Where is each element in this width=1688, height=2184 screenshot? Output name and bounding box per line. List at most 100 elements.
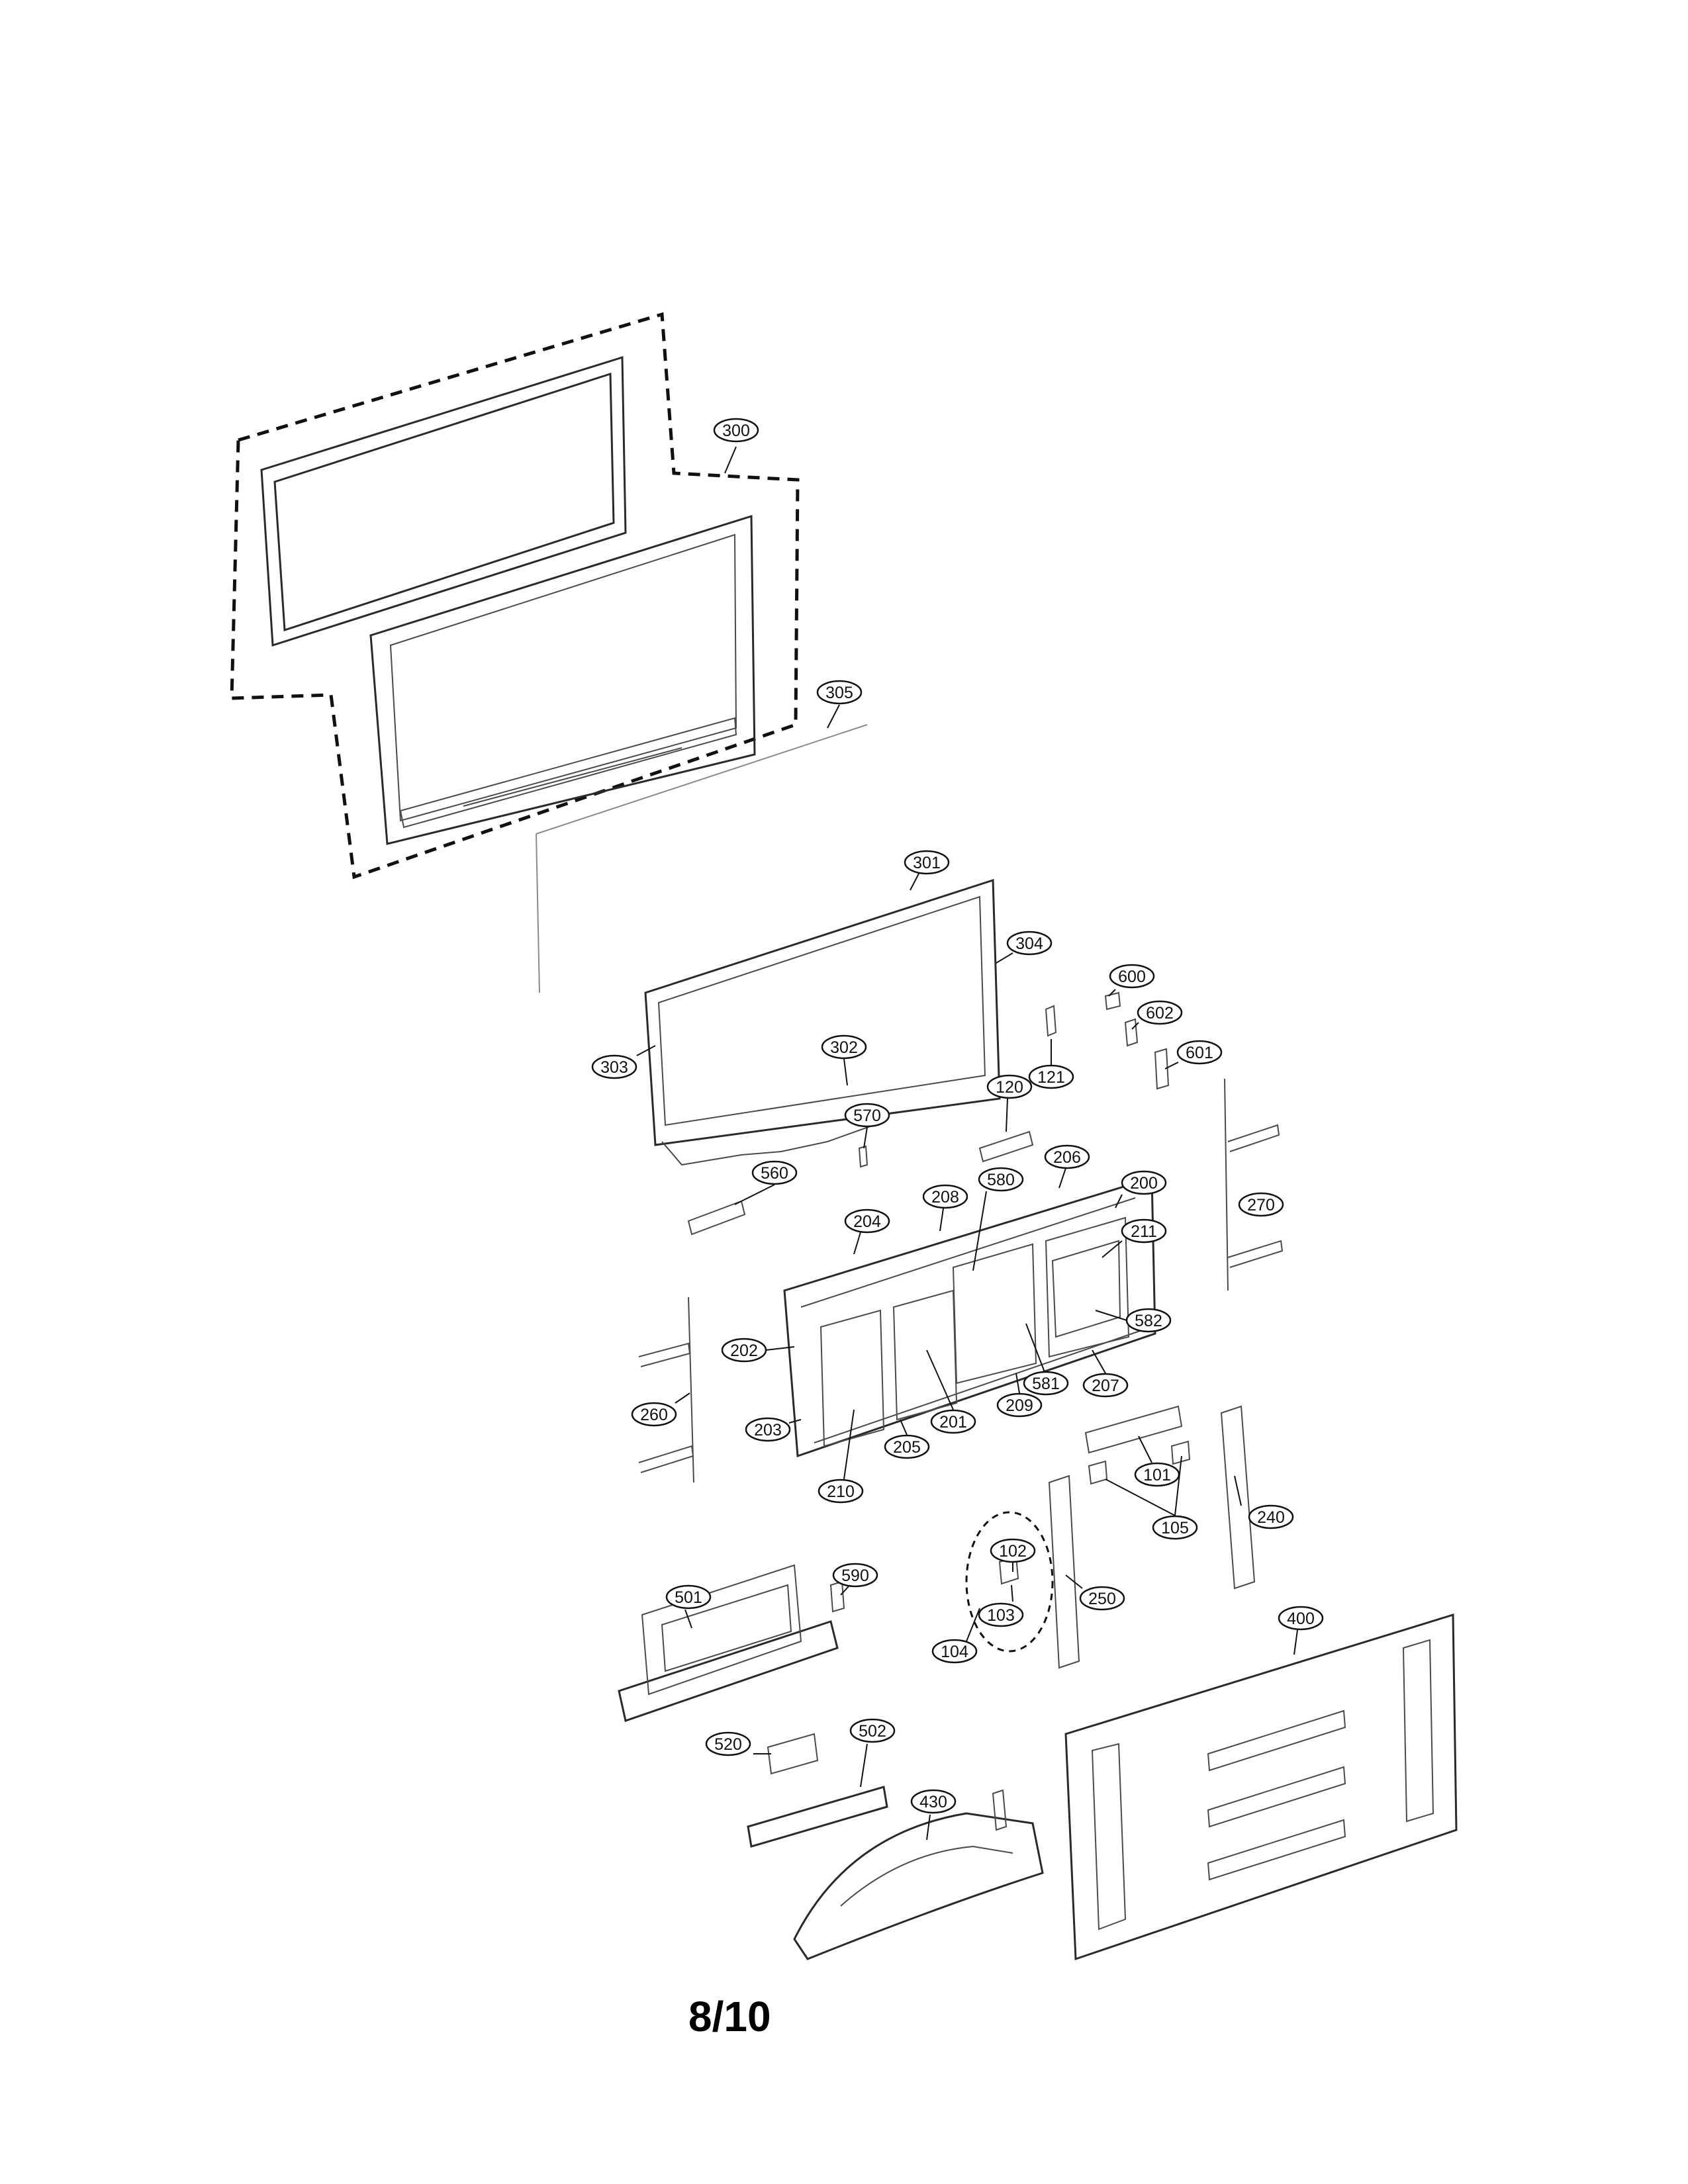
svg-text:502: 502 — [859, 1722, 886, 1741]
svg-text:200: 200 — [1130, 1174, 1158, 1193]
callout-207: 207 — [1082, 1373, 1129, 1398]
callout-590: 590 — [832, 1563, 878, 1588]
callout-260: 260 — [631, 1402, 677, 1427]
callout-250: 250 — [1079, 1586, 1125, 1611]
svg-text:581: 581 — [1032, 1375, 1060, 1393]
svg-text:104: 104 — [941, 1643, 968, 1661]
callout-501: 501 — [665, 1584, 712, 1610]
callout-305: 305 — [816, 680, 863, 705]
callout-206: 206 — [1044, 1144, 1090, 1169]
svg-text:520: 520 — [714, 1735, 742, 1754]
svg-text:201: 201 — [939, 1413, 967, 1432]
page-number: 8/10 — [688, 1993, 771, 2040]
svg-text:582: 582 — [1135, 1312, 1162, 1330]
svg-text:208: 208 — [931, 1188, 959, 1206]
callout-210: 210 — [818, 1479, 864, 1504]
callout-201: 201 — [930, 1409, 976, 1434]
svg-text:202: 202 — [730, 1342, 758, 1360]
callout-302: 302 — [821, 1034, 867, 1060]
svg-text:260: 260 — [640, 1406, 668, 1424]
svg-text:602: 602 — [1146, 1004, 1174, 1023]
svg-text:430: 430 — [919, 1793, 947, 1811]
callout-200: 200 — [1121, 1170, 1167, 1195]
svg-text:303: 303 — [600, 1058, 628, 1077]
svg-text:206: 206 — [1053, 1148, 1081, 1167]
svg-text:203: 203 — [754, 1421, 782, 1439]
svg-text:270: 270 — [1247, 1196, 1275, 1214]
bracket-240 — [1220, 1405, 1256, 1590]
callout-121: 121 — [1028, 1064, 1074, 1089]
part-121 — [1045, 1005, 1057, 1037]
svg-text:205: 205 — [893, 1438, 921, 1457]
svg-text:120: 120 — [996, 1078, 1023, 1097]
svg-text:211: 211 — [1131, 1222, 1157, 1241]
group-104-boundary — [965, 1511, 1054, 1653]
part-601 — [1154, 1048, 1170, 1090]
callout-105: 105 — [1152, 1515, 1198, 1540]
callout-270: 270 — [1238, 1192, 1284, 1217]
part-120 — [978, 1130, 1034, 1163]
callout-582: 582 — [1125, 1308, 1172, 1333]
stand-bracket-501 — [618, 1564, 839, 1722]
callout-240: 240 — [1248, 1504, 1294, 1529]
part-570 — [858, 1145, 868, 1168]
callout-209: 209 — [996, 1392, 1043, 1418]
callout-580: 580 — [978, 1167, 1024, 1192]
callout-304: 304 — [1006, 931, 1053, 956]
callout-502: 502 — [849, 1718, 896, 1743]
part-590 — [829, 1580, 845, 1613]
callout-581: 581 — [1023, 1371, 1069, 1396]
svg-text:300: 300 — [722, 422, 750, 440]
svg-text:570: 570 — [853, 1107, 881, 1125]
svg-text:560: 560 — [761, 1164, 788, 1183]
callout-602: 602 — [1137, 1000, 1183, 1025]
callout-202: 202 — [721, 1338, 767, 1363]
callout-601: 601 — [1176, 1040, 1223, 1065]
svg-text:305: 305 — [825, 684, 853, 702]
svg-text:501: 501 — [675, 1588, 702, 1607]
svg-text:102: 102 — [999, 1542, 1027, 1561]
glass-sheet — [536, 724, 868, 993]
callout-430: 430 — [910, 1789, 957, 1814]
part-101 — [1084, 1405, 1183, 1454]
callout-203: 203 — [745, 1417, 791, 1442]
leader-lines — [636, 446, 1298, 1841]
svg-text:601: 601 — [1186, 1044, 1213, 1062]
bracket-260 — [638, 1297, 694, 1483]
callout-570: 570 — [844, 1103, 890, 1128]
main-chassis — [783, 1176, 1156, 1458]
stand-430 — [793, 1789, 1044, 1960]
callout-600: 600 — [1109, 964, 1155, 989]
svg-text:304: 304 — [1015, 934, 1043, 953]
callout-120: 120 — [986, 1074, 1033, 1099]
part-560 — [687, 1200, 746, 1236]
svg-text:590: 590 — [841, 1567, 869, 1585]
svg-text:400: 400 — [1287, 1610, 1315, 1628]
callout-103: 103 — [978, 1602, 1024, 1627]
part-520 — [767, 1733, 819, 1775]
svg-text:240: 240 — [1257, 1508, 1285, 1527]
svg-text:105: 105 — [1161, 1519, 1189, 1537]
svg-text:301: 301 — [913, 854, 941, 872]
svg-text:209: 209 — [1006, 1396, 1033, 1415]
svg-text:121: 121 — [1037, 1068, 1065, 1087]
callout-303: 303 — [591, 1054, 637, 1079]
svg-text:302: 302 — [830, 1038, 858, 1057]
callout-400: 400 — [1278, 1606, 1324, 1631]
svg-text:207: 207 — [1092, 1377, 1119, 1395]
svg-text:580: 580 — [987, 1171, 1015, 1189]
callout-208: 208 — [922, 1184, 968, 1209]
callout-301: 301 — [904, 850, 950, 875]
svg-text:600: 600 — [1118, 968, 1146, 986]
callout-211: 211 — [1121, 1218, 1167, 1244]
part-502 — [747, 1786, 888, 1848]
back-cover-400 — [1064, 1613, 1458, 1961]
callout-560: 560 — [751, 1160, 798, 1185]
svg-text:101: 101 — [1143, 1466, 1171, 1484]
callout-102: 102 — [990, 1538, 1036, 1563]
front-panel — [369, 514, 756, 845]
callout-300: 300 — [713, 418, 759, 443]
front-bezel-frame — [260, 355, 627, 647]
panel-module — [644, 878, 1001, 1166]
